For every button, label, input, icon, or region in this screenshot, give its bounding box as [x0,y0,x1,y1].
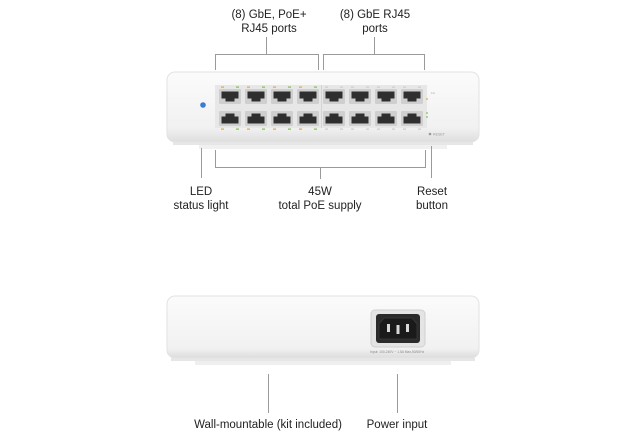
switch-front-view: 1G RESET [166,71,480,149]
rj45-port [375,111,397,130]
power-input-label: Power input [366,419,428,431]
power-rating-text: Input: 100-240V ~ 1.5A Max,50/60Hz [370,350,425,354]
rj45-port [349,111,371,130]
poe-supply-bracket-left [215,150,216,167]
poe-bracket-top [215,54,319,55]
rj45-port [323,111,345,130]
led-status-light [200,102,206,108]
led-label-line1: LED [189,186,213,198]
rj45-ports-label-line2: ports [362,23,388,35]
rj45-ports-label-line1: (8) GbE RJ45 [339,9,411,21]
poe-bracket-stem [266,37,267,54]
reset-label-line2: button [416,200,448,212]
poe-port [245,86,267,104]
power-inlet [370,309,426,348]
poe-port [219,86,241,104]
switch-back-view: Input: 100-240V ~ 1.5A Max,50/60Hz [166,295,480,365]
poe-supply-bracket-right [425,150,426,167]
rj45-bracket-top [323,54,425,55]
led-label-line2: status light [173,200,229,212]
wall-mount-label: Wall-mountable (kit included) [194,419,342,431]
poe-supply-label-line2: total PoE supply [278,200,362,212]
poe-bracket-right [318,54,319,70]
port-group-divider [321,85,322,128]
poe-ports-label: (8) GbE, PoE+ RJ45 ports [221,8,317,36]
rj45-ports-label: (8) GbE RJ45 ports [330,8,420,36]
rj45-port [401,86,423,104]
rj45-port [323,86,345,104]
led-callout-line [201,148,202,178]
led-label: LED status light [161,185,241,213]
poe-supply-label-line1: 45W [308,186,332,198]
poe-supply-label: 45W total PoE supply [270,185,370,213]
reset-callout-line [431,146,432,178]
reset-button [428,132,432,136]
poe-port [271,86,293,104]
reset-label: Reset button [402,185,462,213]
port-grid [219,85,423,130]
rj45-bracket-left [323,54,324,70]
rj45-bracket-right [424,54,425,70]
rj45-bracket-stem [374,37,375,54]
poe-port [297,86,319,104]
reset-label-line1: Reset [416,186,448,198]
rj45-port [349,86,371,104]
poe-bracket-left [215,54,216,70]
reset-text: RESET [433,132,446,136]
rj45-port [375,86,397,104]
poe-port [297,111,319,130]
wall-mount-callout-line [268,374,269,413]
poe-supply-stem [320,167,321,179]
poe-port [219,111,241,130]
poe-port [271,111,293,130]
poe-ports-label-line2: RJ45 ports [241,23,297,35]
power-input-callout-line [397,374,398,413]
poe-port [245,111,267,130]
rj45-port [401,111,423,130]
svg-text:1G: 1G [431,91,436,95]
poe-ports-label-line1: (8) GbE, PoE+ [231,9,307,21]
